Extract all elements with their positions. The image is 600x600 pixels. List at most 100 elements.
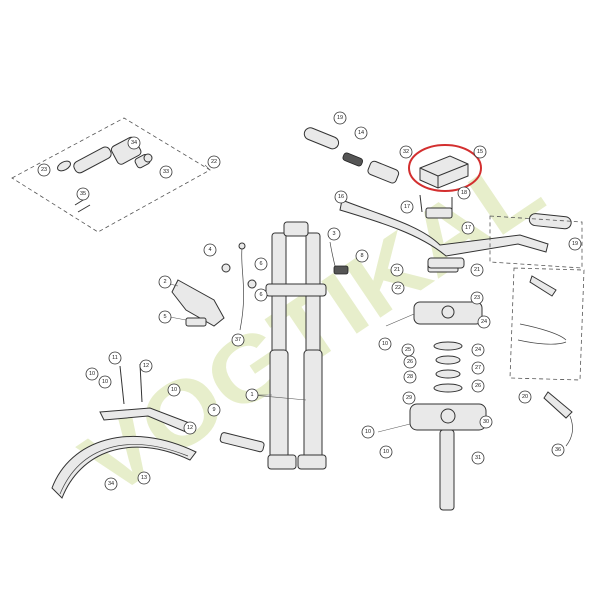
callout-circle — [471, 379, 485, 393]
callout-circle — [470, 291, 484, 305]
callout-35: 35 — [76, 187, 90, 201]
callout-22: 22 — [207, 155, 221, 169]
callout-16: 16 — [334, 190, 348, 204]
callout-10: 10 — [167, 383, 181, 397]
callout-10: 10 — [361, 425, 375, 439]
callout-label: 10 — [382, 341, 388, 347]
callout-label: 26 — [475, 383, 481, 389]
callout-26: 26 — [471, 379, 485, 393]
callout-2: 2 — [158, 275, 172, 289]
callout-circle — [158, 310, 172, 324]
callout-32: 32 — [399, 145, 413, 159]
callout-label: 23 — [474, 295, 480, 301]
front-fork — [251, 221, 327, 470]
callout-23: 23 — [37, 163, 51, 177]
left-grip-parts — [303, 127, 400, 184]
callout-31: 31 — [471, 451, 485, 465]
callout-34: 34 — [104, 477, 118, 491]
callout-circle — [403, 370, 417, 384]
handguard-wiring — [509, 267, 585, 447]
callout-circle — [551, 443, 565, 457]
callout-label: 21 — [394, 267, 400, 273]
callout-circle — [159, 165, 173, 179]
callout-19: 19 — [568, 237, 582, 251]
callout-circle — [158, 275, 172, 289]
callout-circle — [461, 221, 475, 235]
callout-circle — [378, 337, 392, 351]
callout-23: 23 — [470, 291, 484, 305]
highlight-ring — [408, 144, 482, 192]
handlebar — [339, 199, 583, 269]
callout-circle — [391, 281, 405, 295]
callout-label: 4 — [208, 247, 211, 253]
callout-circle — [568, 237, 582, 251]
callout-label: 15 — [477, 149, 483, 155]
callout-9: 9 — [207, 403, 221, 417]
callout-15: 15 — [473, 145, 487, 159]
callout-10: 10 — [379, 445, 393, 459]
callout-24: 24 — [471, 343, 485, 357]
throttle-grip-assembly — [57, 136, 153, 213]
callout-18: 18 — [457, 186, 471, 200]
callout-label: 22 — [211, 159, 217, 165]
callout-26: 26 — [403, 355, 417, 369]
callout-label: 10 — [171, 387, 177, 393]
callout-label: 6 — [259, 261, 262, 267]
callout-12: 12 — [139, 359, 153, 373]
callout-36: 36 — [551, 443, 565, 457]
callout-label: 3 — [332, 231, 335, 237]
callout-circle — [477, 315, 491, 329]
callout-label: 33 — [163, 169, 169, 175]
callout-circle — [85, 367, 99, 381]
callout-label: 12 — [187, 425, 193, 431]
callout-circle — [403, 355, 417, 369]
callout-circle — [470, 263, 484, 277]
callout-circle — [402, 391, 416, 405]
callout-circle — [471, 343, 485, 357]
callout-circle — [518, 390, 532, 404]
callout-label: 2 — [163, 279, 166, 285]
callout-11: 11 — [108, 351, 122, 365]
callout-circle — [457, 186, 471, 200]
callout-4: 4 — [203, 243, 217, 257]
front-fender — [51, 363, 197, 499]
callout-label: 24 — [475, 347, 481, 353]
callout-17: 17 — [400, 200, 414, 214]
callout-label: 30 — [483, 419, 489, 425]
callout-21: 21 — [390, 263, 404, 277]
callout-circle — [254, 257, 268, 271]
callout-circle — [473, 145, 487, 159]
callout-37: 37 — [231, 333, 245, 347]
callout-25: 25 — [401, 343, 415, 357]
callout-circle — [245, 388, 259, 402]
speedo-cable-parts — [221, 241, 349, 331]
callout-label: 31 — [475, 455, 481, 461]
callout-label: 11 — [112, 355, 118, 361]
callout-29: 29 — [402, 391, 416, 405]
callout-label: 18 — [461, 190, 467, 196]
callout-circle — [127, 136, 141, 150]
callout-circle — [327, 227, 341, 241]
callout-label: 10 — [102, 379, 108, 385]
callout-label: 34 — [108, 481, 114, 487]
callout-label: 29 — [406, 395, 412, 401]
callout-circle — [379, 445, 393, 459]
callout-17: 17 — [461, 221, 475, 235]
callout-label: 5 — [163, 314, 166, 320]
callout-circle — [479, 415, 493, 429]
callout-circle — [354, 126, 368, 140]
callout-label: 13 — [141, 475, 147, 481]
callout-circle — [37, 163, 51, 177]
handlebar-clamp-part-15 — [408, 144, 482, 192]
callout-1: 1 — [245, 388, 259, 402]
callout-8: 8 — [355, 249, 369, 263]
callout-circle — [139, 359, 153, 373]
callout-22: 22 — [391, 281, 405, 295]
callout-circle — [183, 421, 197, 435]
callout-27: 27 — [471, 361, 485, 375]
callout-label: 35 — [80, 191, 86, 197]
callout-circle — [203, 243, 217, 257]
callout-circle — [471, 361, 485, 375]
callout-label: 37 — [235, 337, 241, 343]
